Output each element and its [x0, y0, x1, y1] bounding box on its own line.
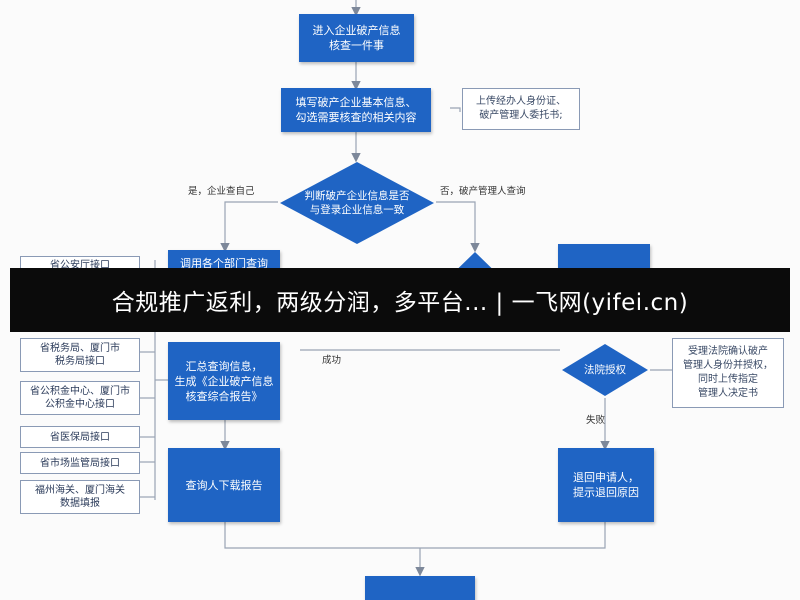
label-no: 否，破产管理人查询	[440, 186, 526, 197]
identity-decision-diamond: 判断破产企业信息是否 与登录企业信息一致	[278, 160, 436, 246]
label-fail: 失败	[586, 415, 606, 426]
source-customs: 福州海关、厦门海关 数据填报	[20, 480, 140, 514]
start-box: 进入企业破产信息核查一件事	[299, 14, 414, 62]
court-authorization-diamond: 法院授权	[560, 342, 650, 398]
ad-banner-text: 合规推广返利，两级分润，多平台... | 一飞网(yifei.cn)	[111, 290, 689, 316]
final-step-box	[365, 576, 475, 600]
court-note: 受理法院确认破产 管理人身份并授权， 同时上传指定 管理人决定书	[672, 338, 784, 408]
source-housing-fund: 省公积金中心、厦门市 公积金中心接口	[20, 381, 140, 415]
ad-banner[interactable]: 合规推广返利，两级分润，多平台... | 一飞网(yifei.cn)	[10, 268, 790, 332]
summary-report-box: 汇总查询信息， 生成《企业破产信息 核查综合报告》	[168, 342, 280, 420]
source-tax-bureau: 省税务局、厦门市 税务局接口	[20, 338, 140, 372]
label-yes: 是，企业查自己	[188, 186, 255, 197]
label-success: 成功	[322, 355, 342, 366]
download-report-box: 查询人下载报告	[168, 448, 280, 522]
return-applicant-box: 退回申请人， 提示退回原因	[558, 448, 654, 522]
source-medical-insurance: 省医保局接口	[20, 426, 140, 448]
source-market-regulation: 省市场监管局接口	[20, 452, 140, 474]
fill-info-box: 填写破产企业基本信息、勾选需要核查的相关内容	[281, 88, 431, 132]
upload-note: 上传经办人身份证、 破产管理人委托书;	[462, 88, 580, 130]
